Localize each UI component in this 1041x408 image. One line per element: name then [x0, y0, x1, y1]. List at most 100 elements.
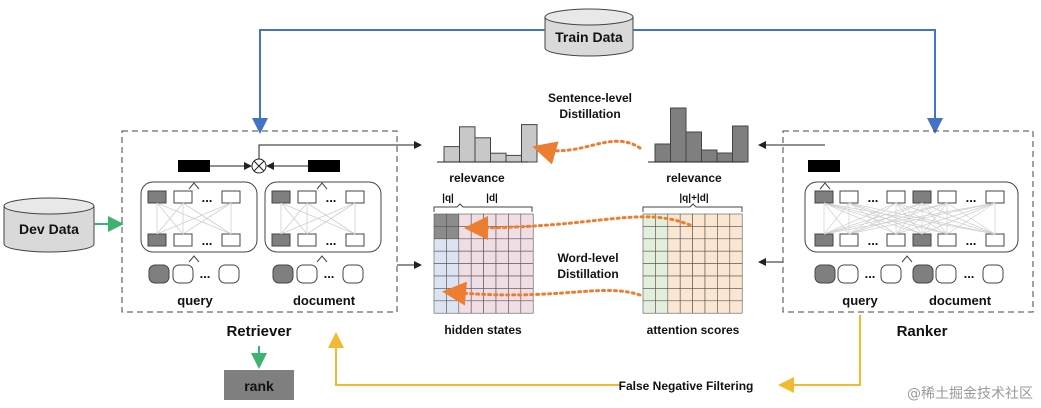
hidden-state-cell — [446, 226, 460, 240]
attention-score-cell — [729, 263, 743, 277]
hidden-d-label: |d| — [486, 193, 498, 204]
attention-score-cell — [642, 300, 656, 314]
hidden-state-cell — [470, 263, 484, 277]
attention-score-cell — [704, 288, 718, 302]
attention-score-cell — [642, 263, 656, 277]
attention-score-cell — [642, 288, 656, 302]
train-to-ranker-arrow — [633, 29, 943, 134]
attention-score-cell — [655, 275, 669, 289]
hidden-state-cell — [520, 275, 534, 289]
ranker-input-ellipsis-1: ... — [865, 266, 876, 281]
attention-score-cell — [655, 226, 669, 240]
hidden-state-cell — [433, 213, 447, 227]
hidden-state-cell — [520, 300, 534, 314]
attention-score-cell — [692, 226, 706, 240]
attention-score-cell — [717, 263, 731, 277]
attention-score-cell — [704, 250, 718, 264]
attention-score-cell — [717, 238, 731, 252]
ranker-document-label: document — [929, 293, 992, 308]
hidden-state-cell — [495, 263, 509, 277]
attention-scores-label: attention scores — [647, 323, 740, 337]
word-distill-arrow-bottom — [442, 281, 642, 306]
hidden-state-cell — [483, 250, 497, 264]
attention-score-cell — [729, 238, 743, 252]
hidden-state-cell — [508, 263, 522, 277]
ranker-attention-line — [823, 202, 923, 235]
attention-score-cell — [692, 275, 706, 289]
ranker-relevance-label: relevance — [666, 171, 722, 185]
attention-score-cell — [717, 213, 731, 227]
attention-score-cell — [679, 250, 693, 264]
ranker-relevance-chart — [654, 107, 749, 163]
attention-score-cell — [717, 300, 731, 314]
retriever-box — [121, 130, 398, 313]
hidden-state-cell — [458, 263, 472, 277]
hidden-state-cell — [433, 275, 447, 289]
ranker-relevance-bar-1 — [670, 107, 687, 163]
hidden-state-cell — [483, 263, 497, 277]
operator-to-relevance-line — [258, 141, 422, 159]
dev-data-label: Dev Data — [19, 221, 79, 237]
hidden-state-cell — [446, 250, 460, 264]
attention-score-cell — [692, 300, 706, 314]
hidden-state-cell — [470, 250, 484, 264]
attention-score-cell — [729, 300, 743, 314]
attention-score-cell — [729, 226, 743, 240]
attention-score-cell — [704, 238, 718, 252]
attention-score-cell — [655, 238, 669, 252]
ranker-attention-line — [823, 202, 897, 235]
retriever-relevance-bar-3 — [490, 152, 507, 163]
ranker-ellipsis-3: ... — [868, 233, 879, 248]
attention-score-cell — [667, 226, 681, 240]
retriever-title: Retriever — [226, 323, 291, 340]
attention-score-cell — [704, 263, 718, 277]
hidden-state-cell — [433, 226, 447, 240]
hidden-state-cell — [508, 213, 522, 227]
attention-score-cell — [679, 263, 693, 277]
ranker-attention-line — [848, 202, 996, 235]
attention-score-cell — [655, 250, 669, 264]
attention-score-cell — [679, 226, 693, 240]
attention-qd-label: |q|+|d| — [679, 193, 708, 204]
ranker-attention-line — [823, 202, 948, 235]
rank-box — [224, 370, 294, 400]
hidden-state-cell — [470, 275, 484, 289]
attention-score-cell — [679, 275, 693, 289]
retriever-relevance-bar-1 — [459, 126, 476, 163]
hidden-state-cell — [495, 250, 509, 264]
ranker-attention-line — [823, 202, 850, 235]
hidden-state-cell — [508, 250, 522, 264]
hidden-state-cell — [446, 275, 460, 289]
ranker-box — [782, 130, 1034, 313]
retriever-document-label: document — [293, 293, 356, 308]
retriever-relevance-bar-4 — [505, 154, 522, 163]
ranker-attention-line — [921, 202, 996, 235]
rank-label: rank — [244, 378, 274, 394]
ranker-relevance-bar-5 — [732, 125, 749, 163]
attention-score-cell — [667, 238, 681, 252]
attention-score-cell — [655, 263, 669, 277]
hidden-state-cell — [458, 226, 472, 240]
ranker-relevance-bar-2 — [685, 131, 702, 163]
hidden-state-cell — [520, 213, 534, 227]
train-to-retriever-arrow — [252, 29, 545, 134]
attention-score-cell — [679, 288, 693, 302]
hidden-state-cell — [495, 275, 509, 289]
retriever-relevance-chart — [443, 124, 538, 163]
hidden-state-cell — [446, 300, 460, 314]
dev-data-cylinder: Dev Data — [3, 197, 95, 253]
attention-score-cell — [667, 300, 681, 314]
attention-score-cell — [704, 275, 718, 289]
hidden-q-label: |q| — [442, 193, 454, 204]
watermark-text: @稀土掘金技术社区 — [907, 386, 1033, 402]
retriever-doc-input-ellipsis: ... — [324, 266, 335, 281]
word-distill-line2: Distillation — [557, 267, 618, 281]
attention-score-cell — [655, 300, 669, 314]
hidden-state-cell — [470, 213, 484, 227]
hidden-state-cell — [458, 250, 472, 264]
ranker-title: Ranker — [897, 323, 948, 340]
hidden-state-cell — [520, 226, 534, 240]
attention-score-cell — [717, 250, 731, 264]
ranker-input-ellipsis-2: ... — [964, 266, 975, 281]
